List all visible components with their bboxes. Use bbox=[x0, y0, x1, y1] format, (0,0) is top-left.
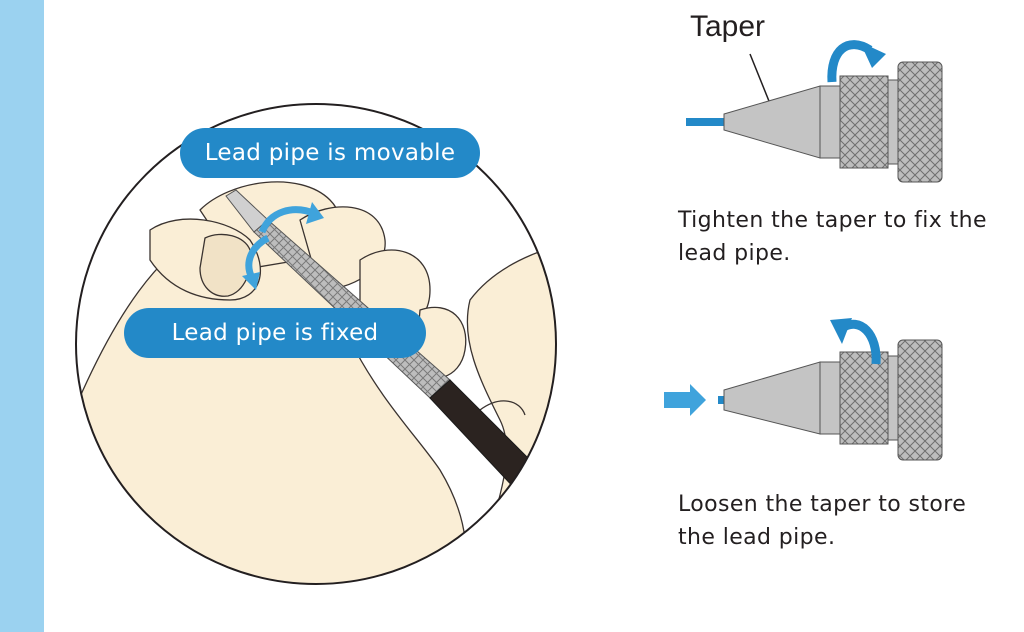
taper-label: Taper bbox=[690, 10, 766, 43]
knurled-body bbox=[897, 61, 943, 183]
label-movable: Lead pipe is movable bbox=[180, 128, 480, 178]
taper-cone bbox=[723, 85, 821, 159]
thumb-nail bbox=[199, 233, 252, 297]
taper-collar bbox=[819, 361, 841, 435]
loosen-rotate-arrow-head bbox=[830, 318, 852, 344]
rotate-arrow-down bbox=[245, 234, 270, 280]
label-fixed: Lead pipe is fixed bbox=[124, 308, 426, 358]
knurled-ring bbox=[839, 75, 889, 169]
lead-pipe-extended bbox=[686, 118, 726, 126]
grip-section bbox=[887, 79, 899, 165]
illustration-circle-border bbox=[75, 103, 557, 585]
knurled-ring bbox=[839, 351, 889, 445]
rotate-arrow-up-head bbox=[306, 202, 324, 224]
loosen-diagram bbox=[664, 318, 943, 461]
push-arrow bbox=[664, 384, 706, 416]
caption-loosen: Loosen the taper to store the lead pipe. bbox=[678, 492, 967, 550]
knurled-body bbox=[897, 339, 943, 461]
grip-section bbox=[887, 355, 899, 441]
taper-cone bbox=[723, 361, 821, 435]
tighten-rotate-arrow-head bbox=[860, 42, 886, 68]
caption-tighten: Tighten the taper to fix the lead pipe. bbox=[678, 208, 987, 266]
taper-collar bbox=[819, 85, 841, 159]
left-sidebar-stripe bbox=[0, 0, 44, 632]
tighten-diagram bbox=[686, 40, 943, 183]
lead-pipe-retracted bbox=[718, 396, 726, 404]
rotate-arrow-down-head bbox=[242, 272, 260, 290]
